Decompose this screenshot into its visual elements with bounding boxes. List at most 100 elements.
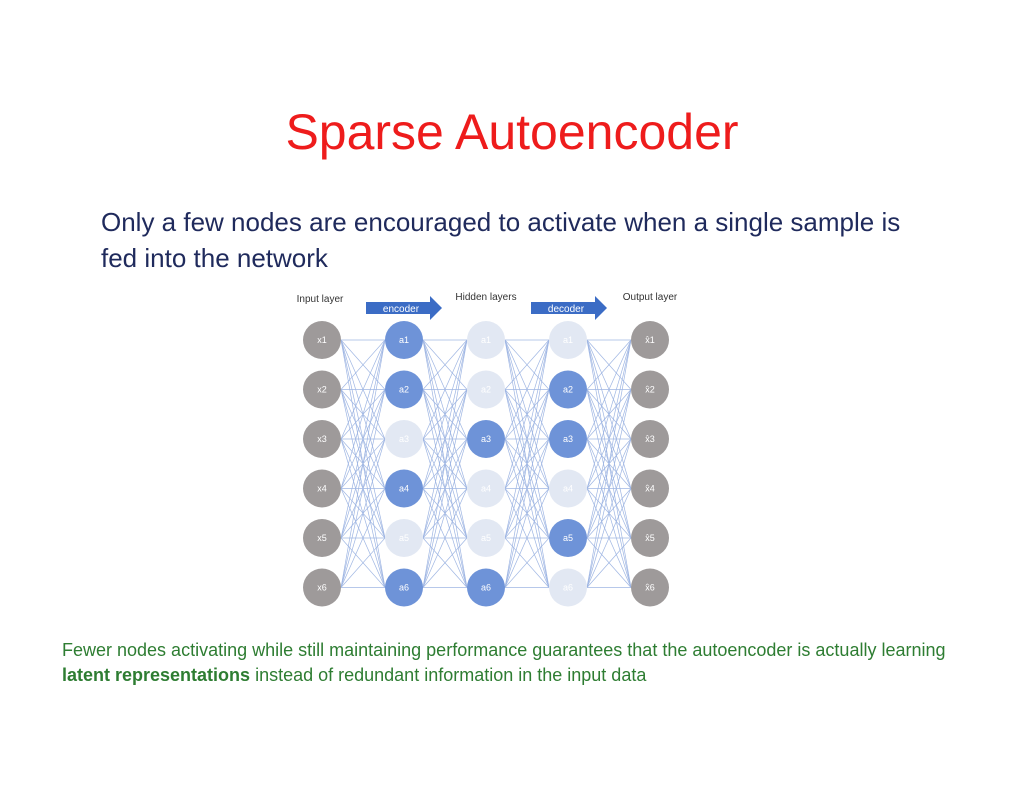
node-label: a4 <box>481 484 491 494</box>
node-circle <box>385 370 423 409</box>
node-hidden3-5: a5 <box>549 519 587 557</box>
edge <box>586 339 632 440</box>
node-circle <box>631 568 669 607</box>
node-circle <box>467 370 505 409</box>
node-input-1: x1 <box>303 321 341 359</box>
node-hidden3-4: a4 <box>549 469 587 508</box>
node-circle <box>303 469 341 508</box>
edge <box>340 339 386 539</box>
node-label: a4 <box>563 484 573 494</box>
node-circle <box>303 370 341 409</box>
decoder-arrow <box>531 296 607 320</box>
node-label: a3 <box>481 434 491 444</box>
node-circle <box>549 370 587 409</box>
footnote-emphasis: latent representations <box>62 665 251 685</box>
node-circle <box>385 469 423 508</box>
node-hidden2-2: a2 <box>467 370 505 409</box>
edge <box>422 339 468 539</box>
node-circle <box>631 370 669 409</box>
footnote-text-end: instead of redundant information in the … <box>250 665 647 685</box>
node-hidden2-1: a1 <box>467 321 505 359</box>
node-output-5: x̂5 <box>631 519 669 557</box>
node-label: a2 <box>563 385 573 395</box>
node-label: a6 <box>563 583 573 593</box>
edge <box>504 339 550 539</box>
edge <box>504 339 550 390</box>
node-circle <box>549 420 587 458</box>
edge <box>586 339 632 539</box>
node-input-4: x4 <box>303 469 341 508</box>
node-hidden3-6: a6 <box>549 568 587 607</box>
node-input-6: x6 <box>303 568 341 607</box>
hidden-layers-label: Hidden layers <box>455 292 516 303</box>
node-label: a1 <box>563 335 573 345</box>
edge <box>504 339 550 588</box>
edge <box>340 339 386 489</box>
edge <box>586 339 632 489</box>
node-label: a2 <box>399 385 409 395</box>
edge <box>422 488 468 588</box>
edge <box>422 339 468 489</box>
edge <box>504 438 550 588</box>
node-hidden3-3: a3 <box>549 420 587 458</box>
node-label: x5 <box>317 533 327 543</box>
edge <box>504 389 550 588</box>
output-layer-label: Output layer <box>623 292 678 303</box>
edge <box>340 389 386 588</box>
input-layer-label: Input layer <box>297 294 344 305</box>
node-hidden3-2: a2 <box>549 370 587 409</box>
edge <box>504 488 550 588</box>
node-label: x6 <box>317 583 327 593</box>
footnote-text-start: Fewer nodes activating while still maint… <box>62 640 946 660</box>
node-label: x̂1 <box>645 335 655 345</box>
node-label: x2 <box>317 385 327 395</box>
node-label: x̂3 <box>645 434 655 444</box>
node-circle <box>631 420 669 458</box>
node-circle <box>631 519 669 557</box>
edge <box>340 488 386 588</box>
node-label: a1 <box>399 335 409 345</box>
edge <box>422 537 468 588</box>
node-output-3: x̂3 <box>631 420 669 458</box>
node-label: a5 <box>563 533 573 543</box>
node-label: a5 <box>481 533 491 543</box>
node-output-2: x̂2 <box>631 370 669 409</box>
node-label: x̂6 <box>645 583 655 593</box>
edge <box>340 438 386 588</box>
node-circle <box>303 519 341 557</box>
edge <box>504 339 550 489</box>
node-hidden2-3: a3 <box>467 420 505 458</box>
node-label: a5 <box>399 533 409 543</box>
node-circle <box>385 568 423 607</box>
node-circle <box>549 519 587 557</box>
node-label: x̂5 <box>645 533 655 543</box>
node-circle <box>303 420 341 458</box>
node-hidden1-4: a4 <box>385 469 423 508</box>
edge <box>586 389 632 588</box>
node-label: x4 <box>317 484 327 494</box>
node-circle <box>549 568 587 607</box>
edge <box>340 537 386 588</box>
node-hidden2-6: a6 <box>467 568 505 607</box>
node-circle <box>303 321 341 359</box>
node-label: a6 <box>481 583 491 593</box>
edge <box>586 438 632 588</box>
edge <box>586 488 632 588</box>
node-label: x1 <box>317 335 327 345</box>
node-circle <box>631 469 669 508</box>
node-circle <box>303 568 341 607</box>
node-label: a2 <box>481 385 491 395</box>
node-label: x̂4 <box>645 484 655 494</box>
node-hidden2-5: a5 <box>467 519 505 557</box>
network-edges <box>340 339 632 588</box>
node-circle <box>549 469 587 508</box>
node-hidden1-2: a2 <box>385 370 423 409</box>
edge <box>586 339 632 588</box>
node-circle <box>385 519 423 557</box>
autoencoder-network-diagram: Input layer Hidden layers Output layer e… <box>297 292 678 607</box>
edge <box>586 339 632 390</box>
node-hidden1-1: a1 <box>385 321 423 359</box>
node-label: a3 <box>563 434 573 444</box>
node-output-1: x̂1 <box>631 321 669 359</box>
node-label: a4 <box>399 484 409 494</box>
